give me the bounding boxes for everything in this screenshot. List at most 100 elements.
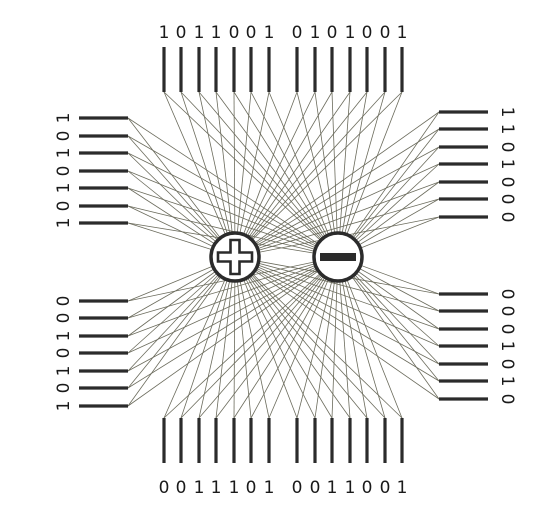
wire (337, 256, 351, 419)
connection-wires (127, 91, 440, 419)
wire (127, 117, 339, 258)
wire (180, 91, 339, 258)
top-left-bit-label: 1 (159, 23, 170, 43)
top-right-bit-label: 0 (380, 23, 391, 43)
left-upper-bit-label: 1 (54, 113, 74, 124)
wire (337, 256, 403, 419)
wire (337, 111, 440, 258)
wire (127, 256, 339, 337)
bottom-right-bit-label: 0 (362, 478, 373, 498)
left-upper-bit-label: 1 (54, 218, 74, 229)
wire (163, 91, 236, 258)
wire (180, 91, 236, 258)
wire (233, 256, 339, 419)
wire (337, 91, 368, 258)
bottom-right-bit-label: 1 (327, 478, 338, 498)
right-upper-bit-label: 0 (497, 194, 517, 205)
wire (180, 256, 236, 419)
left-upper-bit-label: 1 (54, 148, 74, 159)
wire (234, 91, 252, 258)
wire (337, 91, 386, 258)
left-upper-bit-label: 0 (54, 131, 74, 142)
top-left-bit-label: 0 (176, 23, 187, 43)
wire (234, 256, 270, 419)
right-upper-bit-label: 1 (497, 107, 517, 118)
wire (337, 256, 386, 419)
wire (127, 135, 236, 258)
wire (234, 91, 316, 258)
wire (234, 91, 368, 258)
wire (233, 91, 236, 258)
wire (127, 187, 339, 258)
wire (234, 256, 440, 330)
wire (234, 256, 386, 419)
wire (250, 91, 339, 258)
wire (337, 91, 403, 258)
right-lower-bit-label: 0 (497, 289, 517, 300)
wire (337, 256, 440, 400)
top-right-bit-label: 1 (345, 23, 356, 43)
wire (337, 256, 368, 419)
wire (337, 256, 440, 382)
wire (234, 146, 440, 258)
wire (127, 256, 339, 389)
wire (331, 91, 339, 258)
wire (127, 256, 236, 389)
bottom-left-bit-label: 1 (211, 478, 222, 498)
wire (234, 111, 440, 258)
wire (234, 256, 333, 419)
top-right-bit-label: 0 (362, 23, 373, 43)
wire (234, 91, 270, 258)
bottom-left-bit-label: 1 (229, 478, 240, 498)
wire (234, 163, 440, 258)
wire (268, 256, 339, 419)
wire (215, 256, 339, 419)
left-upper-bit-label: 0 (54, 201, 74, 212)
wire (198, 256, 236, 419)
plus-icon (216, 238, 254, 276)
top-left-bit-label: 1 (264, 23, 275, 43)
right-lower-bit-label: 0 (497, 324, 517, 335)
bottom-left-bit-label: 0 (246, 478, 257, 498)
bottom-left-bit-label: 1 (264, 478, 275, 498)
wire (234, 256, 252, 419)
wire (198, 91, 339, 258)
wire (127, 152, 339, 258)
left-lower-bit-label: 0 (54, 348, 74, 359)
wire (234, 181, 440, 258)
wire (127, 170, 339, 258)
wire (234, 256, 440, 347)
wire (314, 91, 339, 258)
bottom-right-bit-label: 0 (292, 478, 303, 498)
left-upper-bit-label: 0 (54, 166, 74, 177)
wire (234, 256, 440, 400)
wire (215, 256, 236, 419)
wire (234, 256, 351, 419)
wire (234, 91, 298, 258)
left-lower-bit-label: 0 (54, 383, 74, 394)
wire (127, 256, 339, 319)
wire (198, 256, 339, 419)
left-upper-bit-label: 1 (54, 183, 74, 194)
wire (234, 91, 386, 258)
wire (127, 135, 339, 258)
bottom-right-bit-label: 0 (310, 478, 321, 498)
wire (234, 128, 440, 258)
wire (234, 198, 440, 258)
wire (234, 91, 333, 258)
bottom-left-bit-label: 0 (159, 478, 170, 498)
wire (127, 117, 236, 258)
wire (233, 256, 236, 419)
wire (234, 256, 440, 312)
bottom-right-bit-label: 0 (380, 478, 391, 498)
wire (337, 91, 351, 258)
right-lower-bit-label: 1 (497, 341, 517, 352)
left-lower-bit-label: 1 (54, 366, 74, 377)
top-left-bit-label: 0 (246, 23, 257, 43)
top-right-bit-label: 1 (310, 23, 321, 43)
right-upper-bit-label: 1 (497, 124, 517, 135)
top-left-bit-label: 1 (211, 23, 222, 43)
wire (198, 91, 236, 258)
wire (215, 91, 339, 258)
wire (268, 91, 339, 258)
